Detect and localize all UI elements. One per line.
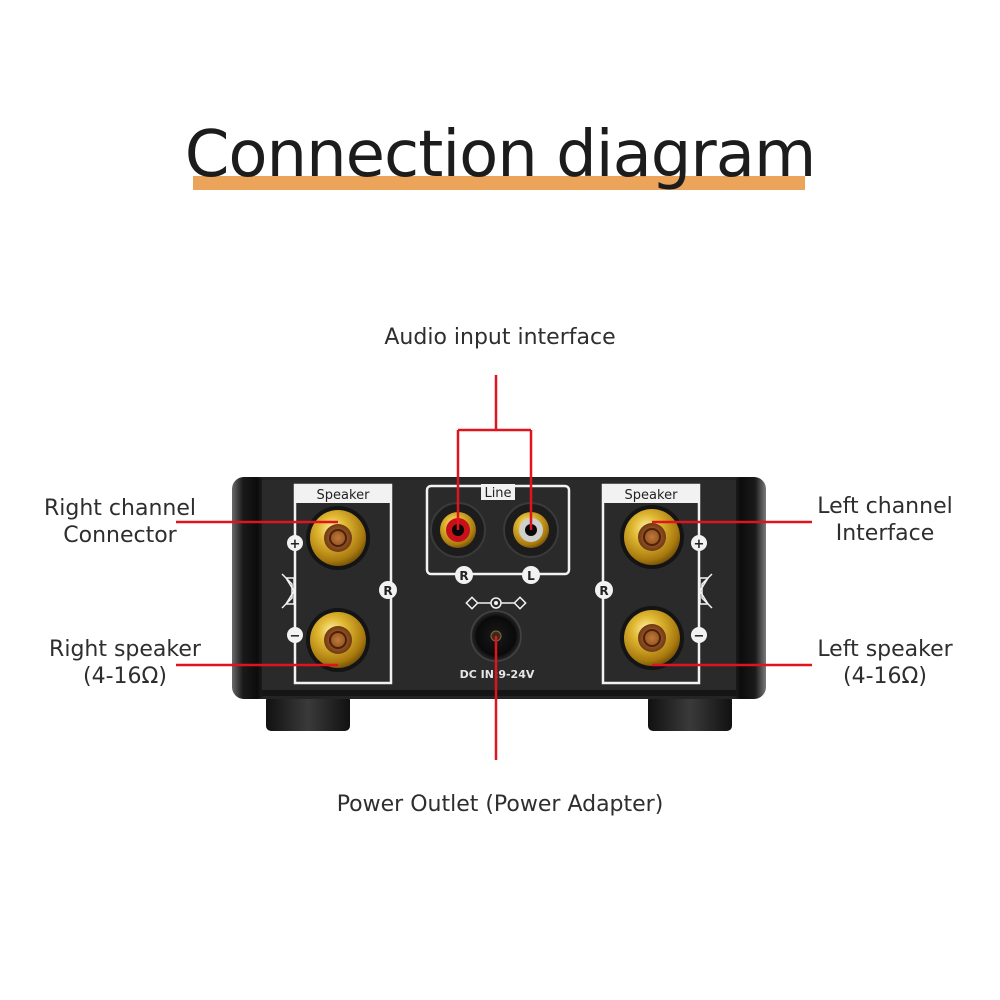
line-panel-label: Line — [484, 486, 511, 501]
minus-badge-text-right: − — [694, 629, 705, 644]
left-speaker-line2: (4-16Ω) — [843, 664, 927, 689]
left-speaker-label: Left speaker (4-16Ω) — [800, 636, 970, 690]
right-positive-binding-post — [306, 506, 370, 570]
foot-right — [648, 695, 732, 731]
channel-badge-right-panel: R — [595, 581, 613, 599]
audio-input-text: Audio input interface — [384, 325, 616, 350]
rca-right-badge: R — [455, 566, 473, 584]
plus-badge-text-left: + — [290, 537, 301, 552]
rca-right-badge-text: R — [459, 569, 468, 583]
speaker-panel-label-left: Speaker — [317, 488, 371, 503]
speaker-panel-label-right: Speaker — [625, 488, 679, 503]
right-speaker-line2: (4-16Ω) — [83, 664, 167, 689]
speaker-symbol-icon — [699, 573, 713, 609]
right-channel-line1: Right channel — [44, 496, 196, 521]
channel-badge-text-left-panel: R — [383, 584, 392, 598]
title-underline — [193, 176, 805, 190]
plus-badge-left: + — [287, 535, 303, 552]
rca-left-badge-text: L — [527, 569, 535, 583]
speaker-symbol-icon — [281, 573, 295, 609]
dc-polarity-icon — [465, 596, 527, 610]
minus-badge-left: − — [287, 627, 303, 644]
minus-badge-right: − — [691, 627, 707, 644]
plus-badge-right: + — [691, 535, 707, 552]
channel-badge-text-right-panel: R — [599, 584, 608, 598]
channel-badge-left-panel: R — [379, 581, 397, 599]
left-channel-line1: Left channel — [817, 494, 953, 519]
right-channel-label: Right channel Connector — [20, 495, 220, 549]
left-negative-binding-post — [620, 606, 684, 670]
left-positive-binding-post — [620, 505, 684, 569]
audio-input-label: Audio input interface — [330, 324, 670, 351]
left-channel-line2: Interface — [835, 521, 935, 546]
foot-left — [266, 695, 350, 731]
left-channel-label: Left channel Interface — [800, 493, 970, 547]
right-channel-line2: Connector — [63, 523, 177, 548]
rca-left-badge: L — [522, 566, 540, 584]
power-outlet-text: Power Outlet (Power Adapter) — [336, 792, 664, 817]
left-channel-speaker-panel: Speaker + − R — [595, 483, 713, 685]
right-speaker-line1: Right speaker — [49, 637, 201, 662]
left-speaker-line1: Left speaker — [817, 637, 953, 662]
minus-badge-text-left: − — [290, 629, 301, 644]
page-title: Connection diagram — [184, 118, 817, 192]
power-outlet-label: Power Outlet (Power Adapter) — [290, 791, 710, 818]
plus-badge-text-right: + — [694, 537, 705, 552]
right-negative-binding-post — [306, 608, 370, 672]
right-speaker-label: Right speaker (4-16Ω) — [30, 636, 220, 690]
leader-lines — [176, 375, 812, 760]
audio-input-leader — [456, 375, 533, 530]
